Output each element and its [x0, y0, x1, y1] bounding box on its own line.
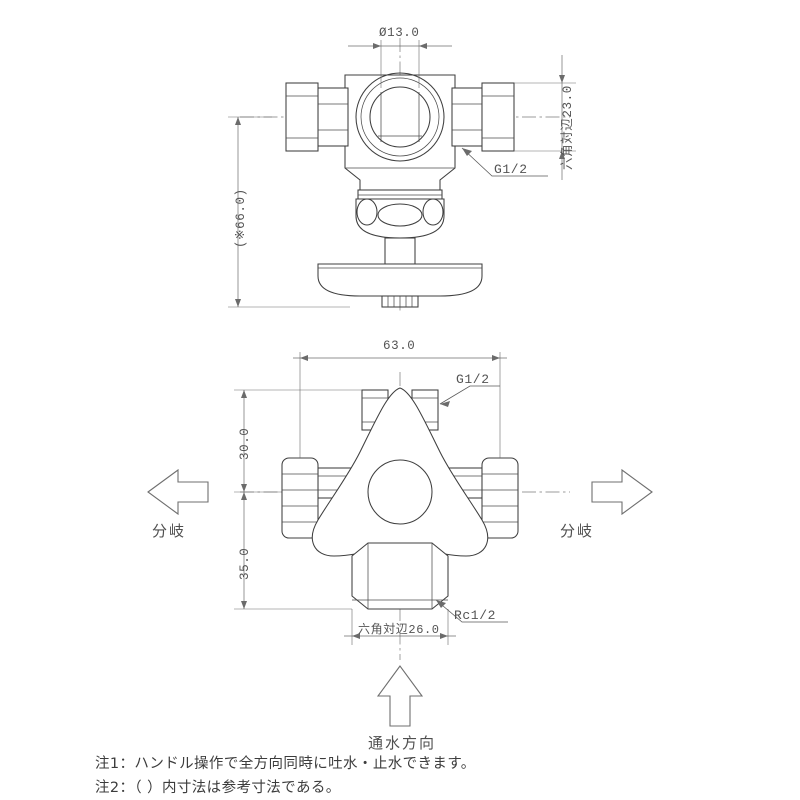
right-port-stub [451, 87, 483, 147]
inlet-hex-nut [351, 542, 449, 610]
dim-overall-width: 63.0 [383, 339, 416, 353]
dim-hex-flats-23: 六角対辺23.0 [561, 85, 575, 170]
left-port-stub [317, 87, 349, 147]
h30-arrow-bottom [241, 484, 247, 492]
h35-arrow-bottom [241, 601, 247, 609]
plan-left-nut [281, 457, 319, 539]
dim-lower-height: 35.0 [238, 547, 252, 580]
handle-hub-circle [367, 459, 433, 525]
handle-skirt [317, 263, 483, 297]
flow-arrow-symbols [147, 468, 653, 727]
valve-body-outline [344, 74, 456, 191]
stem-collar [357, 189, 443, 200]
outlet-bore-vertical-edges [380, 92, 420, 142]
top-g12-leader [461, 147, 548, 177]
plan-left-nut-knurl [282, 473, 318, 523]
cap-center-oval [377, 203, 423, 227]
branch-left-arrow-icon [147, 468, 209, 516]
supply-inlet-arrow-icon [376, 665, 424, 727]
bottom-view-geometry [240, 372, 570, 660]
label-supply-inlet: 通水方向 [368, 734, 437, 752]
h35-arrow-top [241, 492, 247, 500]
w63-arrow-left [300, 355, 308, 361]
label-thread-g12-top: G1/2 [494, 162, 528, 177]
bottom-view-dimensions [234, 352, 508, 645]
hex26-arrow-right [440, 633, 448, 639]
top-view-dimensions [228, 40, 576, 308]
plan-rc12-leader [435, 599, 508, 623]
plan-right-nut [481, 457, 519, 539]
plan-g12-leader-arrow [440, 401, 450, 407]
cap-left-oval [356, 198, 378, 226]
note-2: 注2：（ ）内寸法は参考寸法である。 [95, 780, 341, 796]
hex26-arrow-left [352, 633, 360, 639]
plan-right-nut-knurl [482, 473, 518, 523]
h30-arrow-top [241, 390, 247, 398]
cap-right-oval [422, 198, 444, 226]
hex23-arrow-top [559, 75, 565, 83]
dim-upper-height: 30.0 [238, 427, 252, 460]
dim-bore-diameter: Ø13.0 [379, 26, 420, 40]
h66-arrow-bottom [235, 299, 241, 307]
top-view-geometry [240, 38, 570, 312]
outlet-boss-outer-circle [355, 72, 445, 162]
dia-arrow-left [373, 43, 381, 49]
branch-right-arrow-icon [591, 468, 653, 516]
w63-arrow-right [492, 355, 500, 361]
dim-hex-flats-26: 六角対辺26.0 [358, 623, 440, 637]
top-g12-leader-arrow [462, 148, 472, 156]
inlet-hex-edges [367, 543, 433, 609]
right-union-nut [481, 82, 515, 152]
label-branch-right: 分岐 [560, 522, 595, 540]
outlet-bore-circle [369, 86, 431, 148]
left-union-nut [285, 82, 319, 152]
label-thread-g12-plan: G1/2 [456, 372, 490, 387]
dia-arrow-right [419, 43, 427, 49]
h66-arrow-top [235, 117, 241, 125]
plan-g12-leader [439, 385, 500, 405]
outlet-boss-mid-circle [360, 77, 440, 157]
plan-rc12-leader-arrow [436, 600, 446, 608]
note-1: 注1：ハンドル操作で全方向同時に吐水・止水できます。 [95, 756, 476, 772]
knurl-hatching [387, 296, 413, 307]
handle-stem [384, 237, 416, 265]
label-branch-left: 分岐 [152, 522, 187, 540]
dim-overall-height: (※66.0) [234, 188, 248, 248]
hex23-arrow-bottom [559, 151, 565, 159]
label-thread-rc12: Rc1/2 [454, 608, 497, 623]
